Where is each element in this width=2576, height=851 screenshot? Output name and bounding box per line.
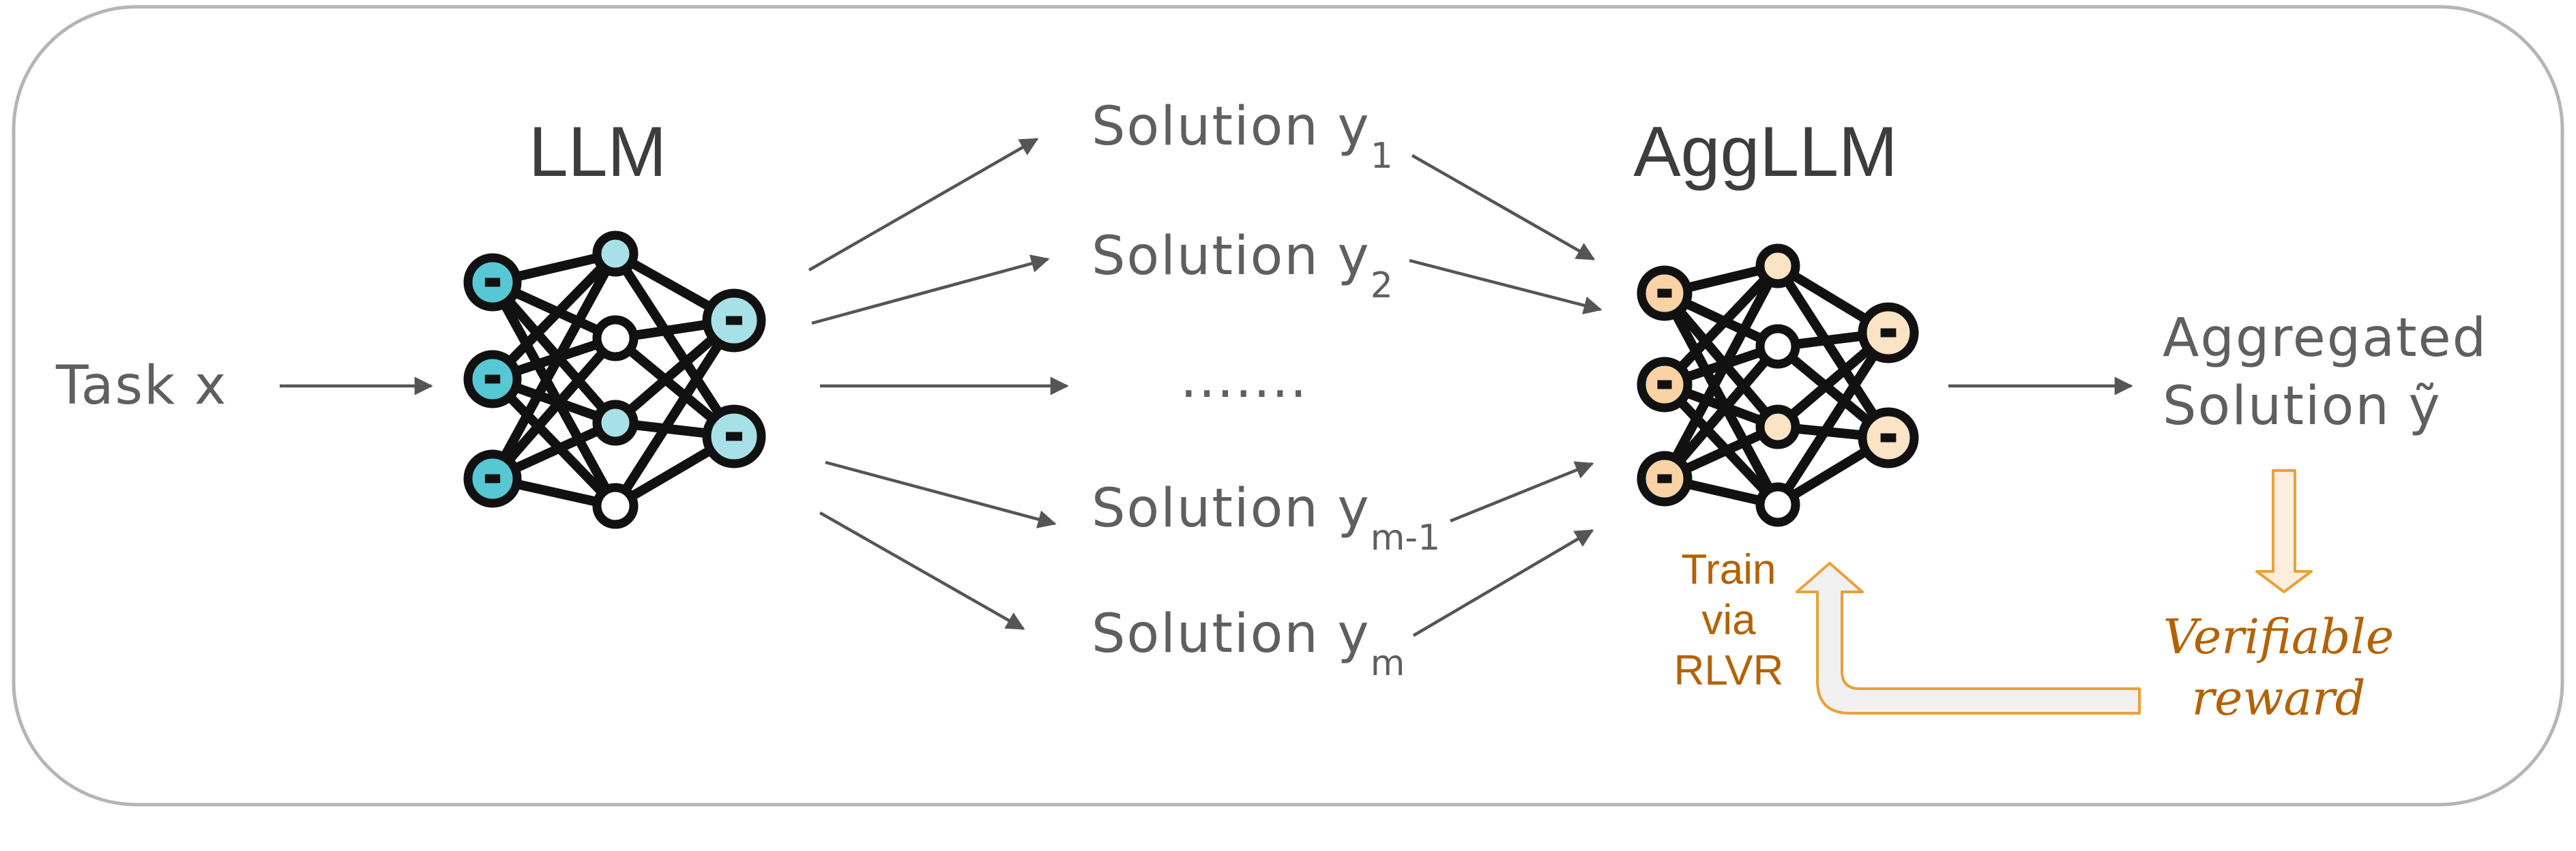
arrow-solution-m-1-to-aggllm xyxy=(1450,461,1594,523)
solution-2-base: Solution y xyxy=(1092,226,1371,287)
llm-neural-network-icon xyxy=(463,230,766,529)
solution-m-label: Solution ym xyxy=(1092,603,1405,684)
arrow-solution-2-to-aggllm xyxy=(1409,258,1602,315)
aggregated-solution-line-1: Aggregated xyxy=(2163,308,2487,369)
solution-m-1-label: Solution ym-1 xyxy=(1092,478,1440,558)
llm-net-edge xyxy=(488,278,620,511)
solution-2-subscript: 2 xyxy=(1371,265,1393,306)
aggllm-neural-network-icon xyxy=(1637,243,1919,527)
agg-net-edge xyxy=(1660,288,1783,509)
arrow-solution-m-to-aggllm xyxy=(1412,529,1594,637)
solution-m-1-subscript: m-1 xyxy=(1371,518,1441,558)
agg-net-edge xyxy=(1660,342,1783,483)
llm-net-edge xyxy=(611,316,739,511)
llm-net-node xyxy=(592,230,639,277)
verifiable-reward-line-2: reward xyxy=(2192,670,2366,726)
agg-net-node xyxy=(1755,404,1800,449)
train-via-rlvr-line-3: RLVR xyxy=(1674,647,1784,694)
solution-m-1-base: Solution y xyxy=(1092,478,1371,539)
solution-ellipsis: ....... xyxy=(1180,348,1308,410)
train-via-rlvr-line-1: Train xyxy=(1682,546,1776,593)
llm-net-edge xyxy=(611,249,739,441)
agg-net-node xyxy=(1755,324,1800,369)
llm-net-edge xyxy=(488,333,620,483)
aggllm-title: AggLLM xyxy=(1633,113,1897,192)
output-to-reward-arrow xyxy=(2255,469,2313,593)
task-label: Task x xyxy=(55,355,227,417)
llm-net-node xyxy=(592,315,639,361)
llm-net-edge xyxy=(488,374,620,511)
arrow-llm-to-solution-m xyxy=(819,511,1025,630)
train-via-rlvr-line-2: via xyxy=(1701,597,1756,644)
solution-m-base: Solution y xyxy=(1092,603,1371,665)
solution-1-subscript: 1 xyxy=(1371,136,1393,177)
diagram-frame xyxy=(12,5,2564,807)
solution-2-label: Solution y2 xyxy=(1092,226,1393,306)
llm-title: LLM xyxy=(529,113,667,192)
llm-net-node xyxy=(592,483,639,529)
arrow-llm-to-solution-2 xyxy=(811,254,1050,325)
agg-net-edge xyxy=(1660,261,1783,483)
llm-net-edge xyxy=(488,249,620,483)
agg-net-edge xyxy=(1773,328,1893,509)
llm-net-nodes xyxy=(463,230,766,529)
agg-net-nodes xyxy=(1637,243,1919,527)
llm-net-edge xyxy=(488,249,620,384)
verifiable-reward-line-1: Verifiable xyxy=(2163,609,2394,665)
llm-net-node xyxy=(592,400,639,446)
arrow-llm-to-solution-m-1 xyxy=(825,460,1057,528)
aggregated-solution-line-2: Solution ỹ xyxy=(2163,376,2442,437)
agg-net-edge xyxy=(1660,288,1783,432)
solution-m-subscript: m xyxy=(1371,643,1405,684)
arrow-solution-1-to-aggllm xyxy=(1411,154,1596,260)
llm-net-edge xyxy=(488,278,620,428)
agg-net-node xyxy=(1755,243,1800,288)
reward-to-aggllm-feedback-arrow xyxy=(1796,562,2141,715)
arrow-llm-to-solution-1 xyxy=(808,138,1039,271)
solution-1-base: Solution y xyxy=(1092,96,1371,158)
solution-1-label: Solution y1 xyxy=(1092,96,1393,177)
agg-net-node xyxy=(1755,482,1800,527)
agg-net-edge xyxy=(1773,261,1893,443)
